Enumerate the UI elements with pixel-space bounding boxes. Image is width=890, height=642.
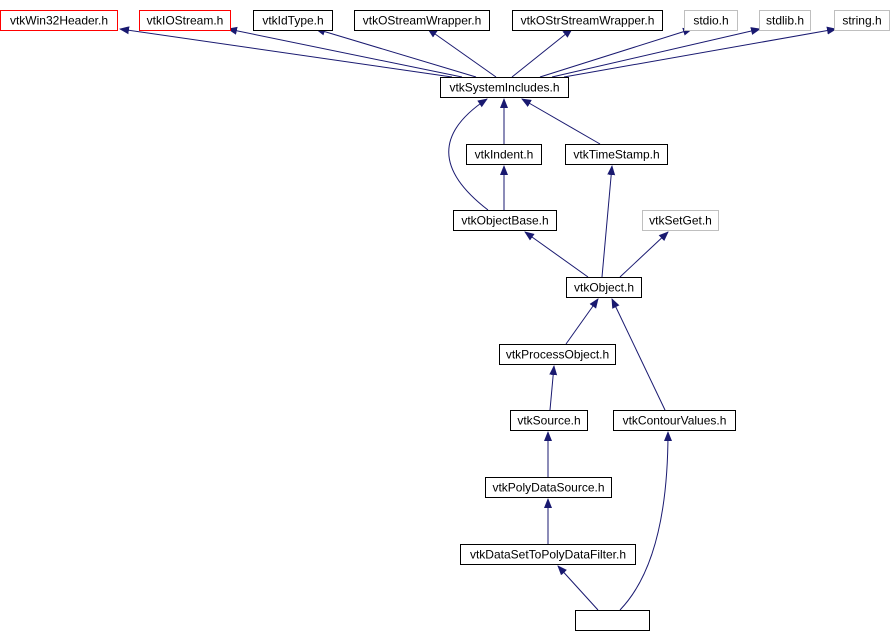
node-label: vtkProcessObject.h	[506, 348, 609, 362]
node-box	[354, 10, 490, 31]
node-box	[0, 10, 118, 31]
node-box	[466, 144, 542, 165]
node-label: vtkIOStream.h	[147, 14, 224, 28]
node-polydatasource[interactable]: vtkPolyDataSource.h	[485, 477, 612, 498]
node-label: vtkObject.h	[574, 281, 634, 295]
edge-sysincludes-to-ostrstreamwrapper	[511, 28, 573, 78]
edge-source-to-processobject	[549, 365, 558, 411]
node-box	[684, 10, 738, 31]
node-box	[460, 544, 636, 565]
edge-timestamp-to-sysincludes	[521, 98, 601, 145]
node-source[interactable]: vtkSource.h	[510, 410, 588, 431]
edge-processobject-to-object	[565, 298, 599, 345]
node-box	[613, 410, 736, 431]
node-box	[565, 144, 668, 165]
node-label: stdlib.h	[766, 14, 804, 28]
node-label: vtkSetGet.h	[649, 214, 712, 228]
node-label: string.h	[842, 14, 881, 28]
node-win32[interactable]: vtkWin32Header.h	[0, 10, 118, 31]
node-box	[759, 10, 811, 31]
node-box	[512, 10, 663, 31]
edge-sysincludes-to-stdio	[539, 27, 693, 78]
node-label: stdio.h	[693, 14, 728, 28]
node-box	[575, 610, 650, 631]
node-string[interactable]: string.h	[834, 10, 890, 31]
node-box	[453, 210, 557, 231]
node-label: vtkPolyDataSource.h	[492, 481, 604, 495]
node-box	[485, 477, 612, 498]
node-objectbase[interactable]: vtkObjectBase.h	[453, 210, 557, 231]
edge-object-to-setget	[619, 231, 669, 278]
node-timestamp[interactable]: vtkTimeStamp.h	[565, 144, 668, 165]
node-label: vtkContourValues.h	[623, 414, 727, 428]
node-idtype[interactable]: vtkIdType.h	[253, 10, 333, 31]
edge-cutter-to-contourvalues	[619, 431, 672, 611]
node-ostreamwrapper[interactable]: vtkOStreamWrapper.h	[354, 10, 490, 31]
edges-layer	[119, 26, 837, 611]
node-label: vtkSource.h	[517, 414, 580, 428]
node-label: vtkTimeStamp.h	[573, 148, 659, 162]
node-processobject[interactable]: vtkProcessObject.h	[499, 344, 616, 365]
node-box	[139, 10, 231, 31]
edge-objectbase-to-sysincludes	[448, 98, 489, 211]
node-label: vtkDataSetToPolyDataFilter.h	[470, 548, 626, 562]
node-stdlib[interactable]: stdlib.h	[759, 10, 811, 31]
edge-object-to-objectbase	[524, 231, 589, 278]
node-contourvalues[interactable]: vtkContourValues.h	[613, 410, 736, 431]
node-box	[566, 277, 642, 298]
node-label: vtkOStrStreamWrapper.h	[521, 14, 655, 28]
node-box	[499, 344, 616, 365]
node-ostrstreamwrapper[interactable]: vtkOStrStreamWrapper.h	[512, 10, 663, 31]
node-label: vtkObjectBase.h	[461, 214, 548, 228]
edge-sysincludes-to-idtype	[315, 27, 477, 78]
nodes-layer: vtkWin32Header.h vtkIOStream.h vtkIdType.h…	[0, 10, 890, 631]
node-setget[interactable]: vtkSetGet.h	[642, 210, 719, 231]
edge-sysincludes-to-ostreamwrapper	[427, 28, 497, 78]
edge-cutter-to-dstopdfilter	[557, 565, 599, 611]
node-box	[440, 77, 569, 98]
node-box	[253, 10, 333, 31]
node-label: vtkIndent.h	[475, 148, 534, 162]
edge-contourvalues-to-object	[611, 298, 666, 411]
node-dstopdfilter[interactable]: vtkDataSetToPolyDataFilter.h	[460, 544, 636, 565]
edge-sysincludes-to-win32	[119, 26, 453, 78]
node-cutter: vtkCutter.h	[575, 610, 650, 631]
edge-sysincludes-to-stdlib	[551, 27, 761, 78]
node-box	[510, 410, 588, 431]
node-label: vtkWin32Header.h	[10, 14, 108, 28]
node-label: vtkIdType.h	[262, 14, 323, 28]
node-label: vtkSystemIncludes.h	[449, 81, 559, 95]
node-label: vtkCutter.h	[584, 614, 641, 628]
edge-sysincludes-to-iostream	[227, 26, 463, 78]
node-sysincludes[interactable]: vtkSystemIncludes.h	[440, 77, 569, 98]
edge-object-to-timestamp	[601, 165, 616, 278]
node-box	[642, 210, 719, 231]
node-stdio[interactable]: stdio.h	[684, 10, 738, 31]
node-indent[interactable]: vtkIndent.h	[466, 144, 542, 165]
node-iostream[interactable]: vtkIOStream.h	[139, 10, 231, 31]
node-object[interactable]: vtkObject.h	[566, 277, 642, 298]
node-label: vtkOStreamWrapper.h	[363, 14, 482, 28]
edge-sysincludes-to-string	[563, 26, 837, 78]
